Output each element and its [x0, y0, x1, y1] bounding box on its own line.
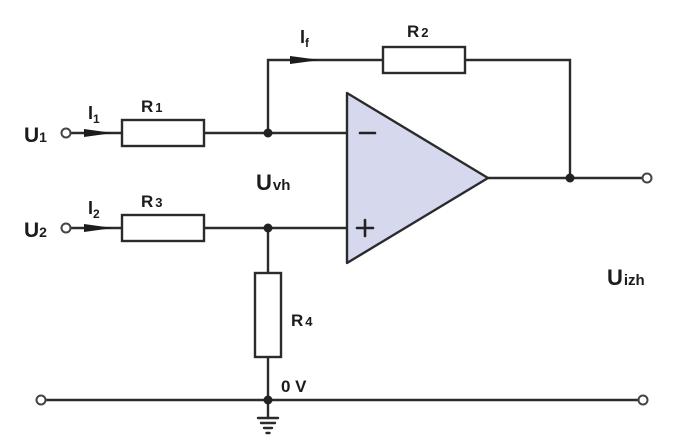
label-uizh: Uizh [607, 265, 645, 290]
current-arrow-icon [84, 129, 113, 137]
resistor-r2 [381, 45, 467, 75]
label-u1: U1 [24, 124, 47, 147]
label-i1: I1 [88, 103, 100, 126]
ground-icon [256, 416, 280, 435]
terminal-ground-left [35, 394, 47, 406]
opamp-triangle [345, 91, 490, 265]
terminal-u2 [60, 222, 72, 234]
resistor-r4 [253, 271, 283, 359]
resistor-r1 [120, 118, 206, 148]
junction-node [565, 173, 575, 183]
wires [44, 58, 644, 420]
junction-node [263, 128, 273, 138]
opamp-noninverting-sign [355, 218, 375, 238]
current-arrow-icon [84, 224, 113, 232]
junction-node [263, 223, 273, 233]
label-u2: U2 [24, 219, 47, 242]
label-if: If [300, 27, 310, 50]
label-i2: I2 [88, 198, 100, 221]
terminal-u1 [60, 127, 72, 139]
label-uvh: Uvh [256, 170, 290, 195]
current-arrow-icon [290, 56, 320, 64]
label-ground-0v: 0 V [281, 377, 307, 396]
resistor-r3 [120, 213, 206, 243]
terminal-ground-right [637, 394, 649, 406]
junction-node [263, 395, 273, 405]
terminal-output [641, 172, 653, 184]
